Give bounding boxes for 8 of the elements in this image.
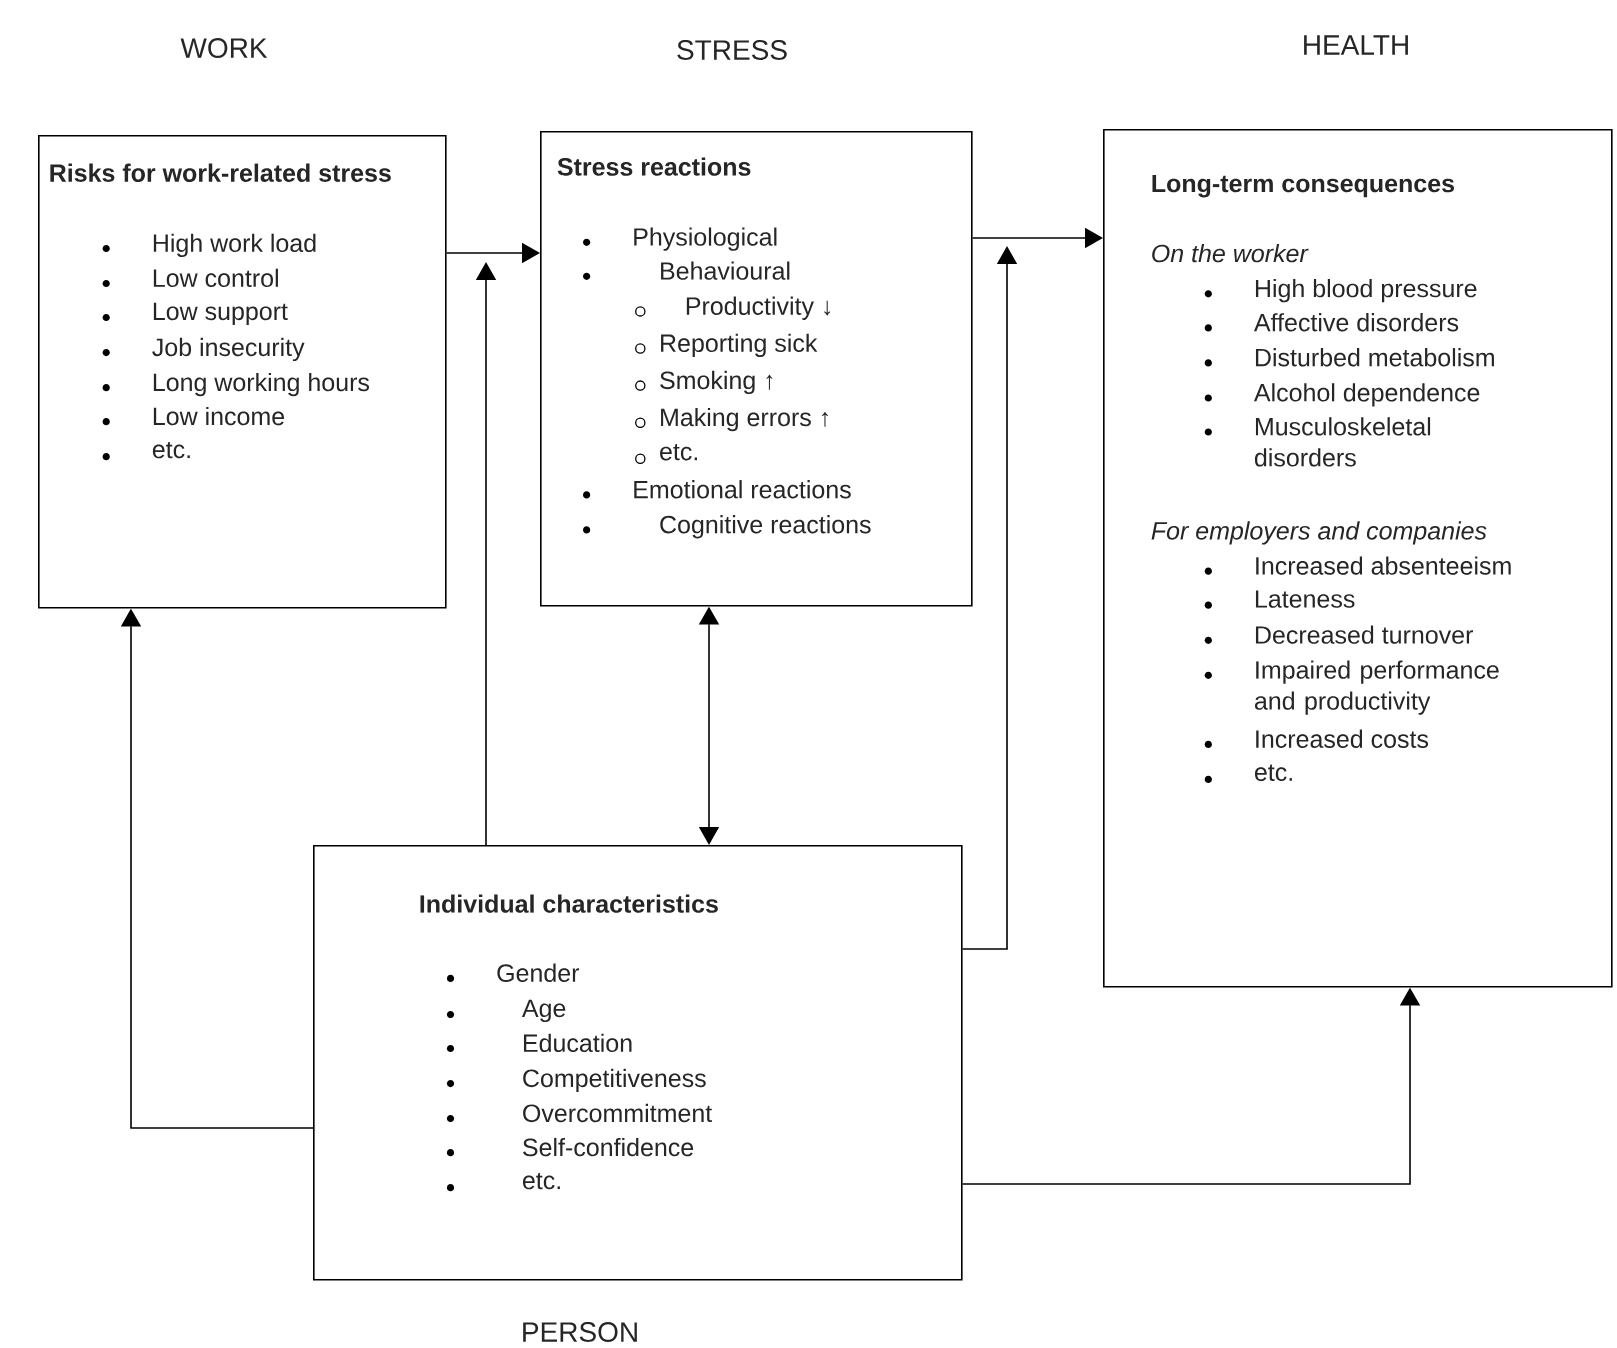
text-box: Long-term consequences On the worker High blood pressure Affective disorders Disturbed metabolism Alcohol dependence Musculoskeletal disorders For employers and companies Increased absenteeism Lateness Decreased turnover Impaired performance and productivity Increased costs etc. [1103, 129, 1613, 988]
column-heading: WORK [180, 38, 268, 58]
text-box: Individual characteristics Gender Age Education Competitiveness Overcommitment Self-confidence etc. [313, 845, 963, 1281]
column-heading: STRESS [677, 40, 787, 60]
column-heading: HEALTH [1304, 35, 1408, 55]
text-box: Risks for work-related stress High work load Low control Low support Job insecurity Long working hours Low income etc. [38, 135, 447, 609]
text-box: Stress reactions Physiological Behavioural Productivity ↓ Reporting sick Smoking ↑ Making errors ↑ etc. Emotional reactions Cognitive reactions [540, 131, 973, 607]
column-heading: PERSON [523, 1322, 637, 1342]
